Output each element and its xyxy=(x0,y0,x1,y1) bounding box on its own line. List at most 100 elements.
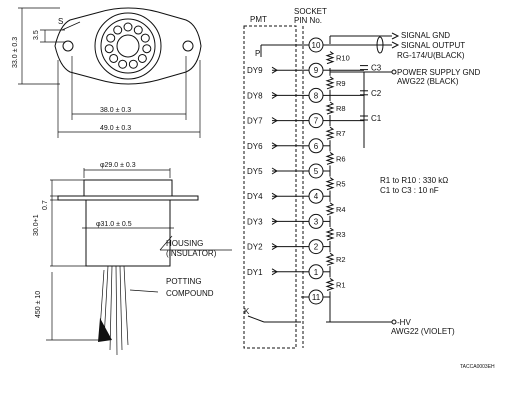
socket-hole xyxy=(142,44,152,54)
resistor: R4 xyxy=(325,201,346,216)
socket-label-1: SOCKET xyxy=(294,7,327,16)
socket-pin-number: 7 xyxy=(314,117,319,126)
socket-hole xyxy=(118,59,128,69)
socket-pin-number: 1 xyxy=(314,268,319,277)
dynode-arrow xyxy=(271,66,278,74)
socket-pin-number: 8 xyxy=(314,91,319,100)
socket-hole xyxy=(140,33,150,43)
capacitor: C1 xyxy=(330,114,382,123)
dynode-arrow xyxy=(271,142,278,150)
pmt-label: PMT xyxy=(250,15,267,24)
resistor-label: R8 xyxy=(336,104,346,113)
socket-top-view xyxy=(18,7,202,138)
dim-38-label: 38.0 ± 0.3 xyxy=(100,107,131,114)
anode-p-label: P xyxy=(255,49,260,58)
dynode-arrow xyxy=(271,117,278,125)
resistor: R8 xyxy=(325,101,346,115)
dim-0-7-label: 0.7 xyxy=(42,200,49,210)
power-gnd-wire-label: AWG22 (BLACK) xyxy=(397,77,459,86)
potting-label-1: POTTING xyxy=(166,277,202,286)
resistor: R2 xyxy=(325,252,346,267)
pin-row: DY1 1 xyxy=(247,264,330,280)
dynode-arrow xyxy=(271,167,278,175)
capacitor-spec-label: C1 to C3 : 10 nF xyxy=(380,186,439,195)
resistor: R5 xyxy=(325,176,346,191)
dynode-arrow xyxy=(271,268,278,276)
socket-pin-number: 2 xyxy=(314,243,319,252)
dim-s-label: S xyxy=(58,17,63,26)
socket-pin-holes xyxy=(104,22,152,69)
socket-hole xyxy=(133,25,143,35)
socket-hole xyxy=(113,25,123,35)
socket-hole xyxy=(128,59,138,69)
resistor-label: R3 xyxy=(336,230,346,239)
dynode-arrow xyxy=(271,217,278,225)
dynode-label: DY2 xyxy=(247,243,263,252)
socket-hole xyxy=(106,33,116,43)
resistor: R6 xyxy=(325,151,346,166)
housing-label-2: (INSULATOR) xyxy=(166,249,217,258)
dynode-label: DY7 xyxy=(247,117,263,126)
dynode-label: DY3 xyxy=(247,217,263,226)
resistor-label: R6 xyxy=(336,154,346,163)
pin-row: DY3 3 xyxy=(247,213,330,229)
dynode-label: DY4 xyxy=(247,192,263,201)
potting-label-2: COMPOUND xyxy=(166,289,214,298)
dim-31-label: φ31.0 ± 0.5 xyxy=(96,221,132,228)
resistor: R9 xyxy=(325,75,346,90)
socket-label-2: PIN No. xyxy=(294,16,322,25)
pin-row: DY5 5 xyxy=(247,163,330,179)
dim-49-label: 49.0 ± 0.3 xyxy=(100,125,131,132)
socket-pin-number: 6 xyxy=(314,142,319,151)
socket-hole xyxy=(123,22,133,32)
drawing-code: TACCA0003EH xyxy=(460,364,495,370)
dynode-label: DY9 xyxy=(247,66,263,75)
dim-30-label: 30.0+1 xyxy=(33,214,40,236)
resistor-label: R4 xyxy=(336,205,346,214)
capacitor-label: C1 xyxy=(371,114,382,123)
socket-pin-number: 11 xyxy=(312,293,321,302)
resistor: R3 xyxy=(325,227,346,241)
dim-450-label: 450 ± 10 xyxy=(35,291,42,318)
pin-row: DY2 2 xyxy=(247,239,330,255)
resistor-label: R10 xyxy=(336,54,350,63)
power-gnd-label: POWER SUPPLY GND xyxy=(397,68,481,77)
resistor-label: R5 xyxy=(336,180,346,189)
resistor-label: R9 xyxy=(336,79,346,88)
socket-pin-number: 3 xyxy=(314,217,319,226)
cathode-k-label: K xyxy=(244,307,250,316)
dynode-arrow xyxy=(271,192,278,200)
capacitor: C3 xyxy=(330,64,382,73)
pin-row: 11 xyxy=(301,289,330,305)
resistor-label: R7 xyxy=(336,129,346,138)
hv-wire-label: AWG22 (VIOLET) xyxy=(391,327,455,336)
dynode-label: DY8 xyxy=(247,91,263,100)
dim-29-label: φ29.0 ± 0.3 xyxy=(100,162,136,169)
pin-row: DY8 8 xyxy=(247,87,330,103)
socket-side-view xyxy=(46,168,232,356)
socket-hole xyxy=(109,53,119,63)
signal-output-label: SIGNAL OUTPUT xyxy=(401,41,465,50)
dynode-arrow xyxy=(271,243,278,251)
socket-pin-number: 9 xyxy=(314,66,319,75)
resistor: R10 xyxy=(325,50,350,65)
socket-hole xyxy=(104,44,114,54)
socket-pin-number: 5 xyxy=(314,167,319,176)
capacitor-label: C2 xyxy=(371,89,382,98)
signal-gnd-label: SIGNAL GND xyxy=(401,31,450,40)
hv-label: -HV xyxy=(397,318,411,327)
signal-cable-label: RG-174/U(BLACK) xyxy=(397,51,465,60)
socket-pin-number: 10 xyxy=(312,41,321,50)
dynode-label: DY1 xyxy=(247,268,263,277)
capacitor-label: C3 xyxy=(371,64,382,73)
pin-row: 10 xyxy=(301,37,330,53)
resistor-spec-label: R1 to R10 : 330 kΩ xyxy=(380,176,448,185)
dynode-label: DY5 xyxy=(247,167,263,176)
capacitor: C2 xyxy=(330,89,382,98)
socket-hole xyxy=(137,53,147,63)
resistor: R1 xyxy=(325,277,346,292)
